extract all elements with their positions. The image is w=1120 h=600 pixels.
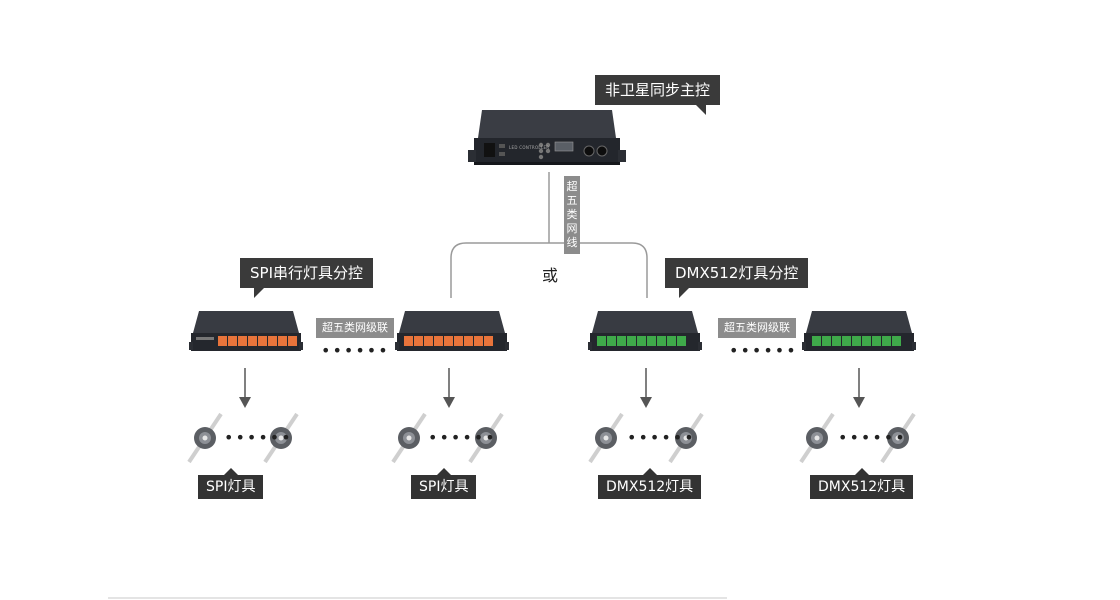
dmx-branch-callout-text: DMX512灯具分控 <box>675 264 799 282</box>
fixture-label-text: SPI灯具 <box>206 479 256 495</box>
cable-char: 网 <box>566 222 578 235</box>
fixture-label-2: SPI灯具 <box>411 468 477 499</box>
label-notch <box>642 468 657 475</box>
dmx-branch-callout: DMX512灯具分控 <box>665 258 809 298</box>
pixel-light-icon <box>588 412 624 464</box>
main-controller-panel-text: LED CONTROLLER <box>509 145 550 150</box>
label-notch <box>436 468 451 475</box>
spi-cascade-tag: 超五类网级联 <box>316 318 394 338</box>
fixture-label-text: SPI灯具 <box>419 479 469 495</box>
fixture-label-4: DMX512灯具 <box>810 468 914 499</box>
callout-tail <box>679 288 689 298</box>
dmx-cascade-tag: 超五类网级联 <box>718 318 796 338</box>
pixel-light-icon <box>391 412 427 464</box>
or-label: 或 <box>542 266 559 285</box>
fixture-dots-4: •••••• <box>838 428 907 447</box>
fixture-label-3: DMX512灯具 <box>598 468 702 499</box>
cable-char: 类 <box>566 208 578 221</box>
fixture-label-text: DMX512灯具 <box>606 479 694 495</box>
spi-branch-callout-text: SPI串行灯具分控 <box>250 264 363 282</box>
cable-char: 五 <box>566 194 578 207</box>
main-controller-callout: 非卫星同步主控 <box>595 75 721 115</box>
label-notch <box>223 468 238 475</box>
arrow-down-1 <box>239 368 251 408</box>
cable-vertical-tag: 超 五 类 网 线 <box>564 176 580 254</box>
label-notch <box>854 468 869 475</box>
cable-char: 超 <box>566 180 578 193</box>
fixture-dots-2: •••••• <box>428 428 497 447</box>
cable-char: 线 <box>566 236 578 249</box>
arrow-down-4 <box>853 368 865 408</box>
callout-tail <box>696 105 707 115</box>
arrow-down-2 <box>443 368 455 408</box>
arrow-down-3 <box>640 368 652 408</box>
dmx-cascade-dots: •••••• <box>729 341 798 360</box>
pixel-light-icon <box>187 412 223 464</box>
spi-cascade-dots: •••••• <box>321 341 390 360</box>
callout-tail <box>254 288 264 298</box>
fixture-label-1: SPI灯具 <box>198 468 264 499</box>
spi-branch-callout: SPI串行灯具分控 <box>240 258 373 298</box>
fixture-dots-1: •••••• <box>224 428 293 447</box>
fixture-dots-3: •••••• <box>627 428 696 447</box>
fixture-label-text: DMX512灯具 <box>818 479 906 495</box>
main-controller-callout-text: 非卫星同步主控 <box>605 81 711 99</box>
pixel-light-icon <box>799 412 835 464</box>
